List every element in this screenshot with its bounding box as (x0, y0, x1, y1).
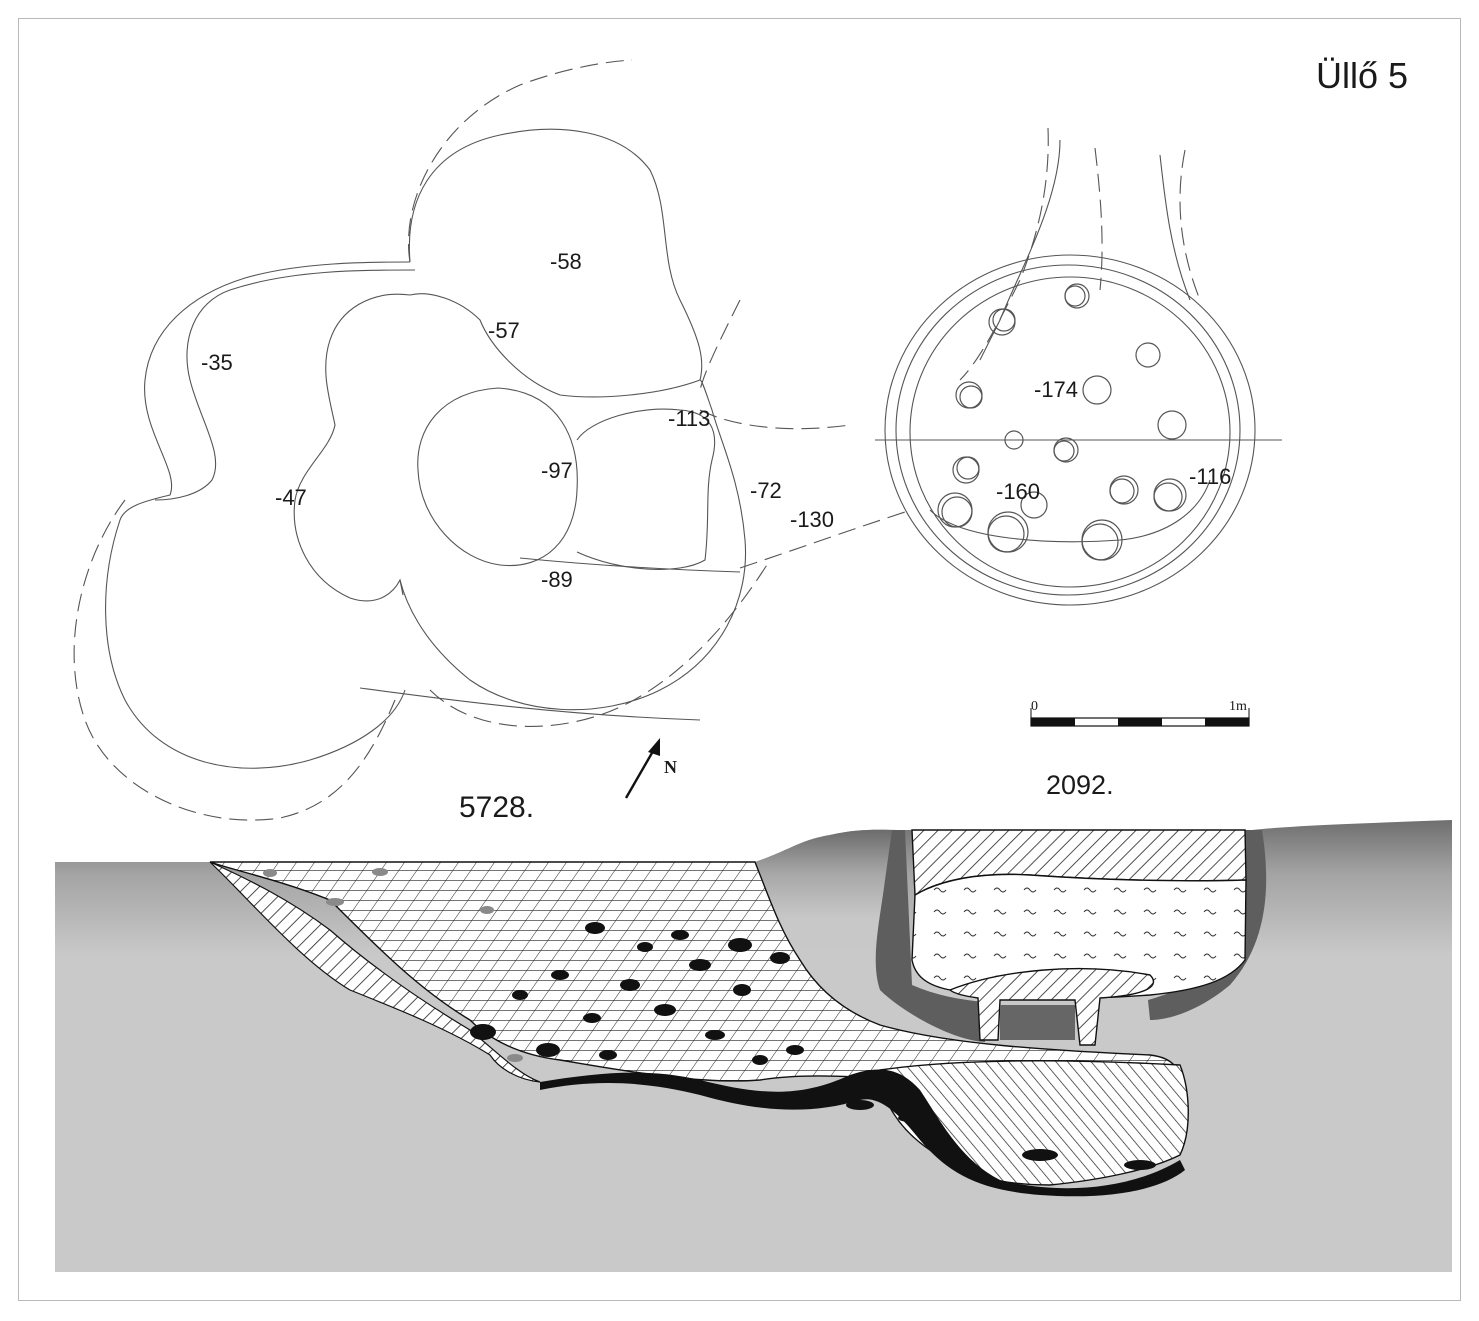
inclusions-grey (263, 868, 523, 1062)
pit-97 (417, 387, 578, 567)
feature-label-2092: 2092. (1046, 770, 1114, 800)
channel-5 (1179, 149, 1201, 301)
depth-label-72: -72 (750, 478, 782, 503)
outline-dashed-outer (408, 59, 633, 263)
outline-dashed-connect (699, 409, 906, 569)
pit-2092-outer (884, 254, 1256, 606)
fill-black-base (540, 1069, 1185, 1197)
depth-label-35: -35 (201, 350, 233, 375)
inclusions (470, 922, 1156, 1170)
section-2092-rim (875, 830, 985, 1042)
inner-step (929, 479, 1211, 543)
depth-label-97: -97 (541, 458, 573, 483)
channel-1 (959, 127, 1049, 381)
depth-label-113: -113 (668, 406, 711, 431)
outline-dashed-left (73, 499, 396, 821)
depth-label-57: -57 (488, 318, 520, 343)
north-arrow-label: N (664, 757, 677, 777)
fill-2092-base (948, 967, 1155, 1046)
channel-2 (979, 139, 1061, 361)
depth-label-160: -160 (996, 479, 1041, 504)
bottom-line (359, 687, 701, 721)
site-title: Üllő 5 (1316, 55, 1409, 96)
section-2092-rim-right (1148, 830, 1267, 1020)
pit-58 (408, 128, 703, 398)
outline-inner-left (154, 269, 416, 501)
outline-main (105, 261, 411, 769)
plan-view (73, 59, 1282, 821)
channel-3 (1094, 147, 1103, 291)
depth-label-174: -174 (1034, 377, 1079, 402)
scale-bar-end-label: 1m (1229, 699, 1247, 714)
figure-frame (18, 18, 1461, 1301)
section-2092-void (1000, 1005, 1075, 1040)
bottom-line-2 (519, 557, 741, 573)
fill-5728-band (209, 861, 541, 1083)
channel-4 (1159, 154, 1191, 301)
pit-113 (576, 408, 716, 570)
depth-label-58: -58 (550, 249, 582, 274)
depth-label-89: -89 (541, 567, 573, 592)
feature-label-5728: 5728. (459, 791, 535, 824)
pit-2092-inner (909, 276, 1231, 588)
outline-dashed-right (699, 299, 741, 391)
section-view (55, 820, 1452, 1272)
pit-47 (293, 293, 747, 711)
fill-5728-main (209, 861, 1181, 1091)
scale-bar-start-label: 0 (1031, 699, 1038, 714)
scale-bar (1030, 708, 1250, 727)
depth-label-116: -116 (1189, 464, 1232, 489)
notch (399, 579, 404, 596)
depth-label-47: -47 (275, 485, 307, 510)
pit-2092-mid (895, 264, 1241, 596)
post-holes (937, 283, 1187, 561)
depth-label-130: -130 (790, 507, 835, 532)
outline-dashed-lower (429, 559, 771, 727)
north-arrow-icon (624, 738, 660, 799)
